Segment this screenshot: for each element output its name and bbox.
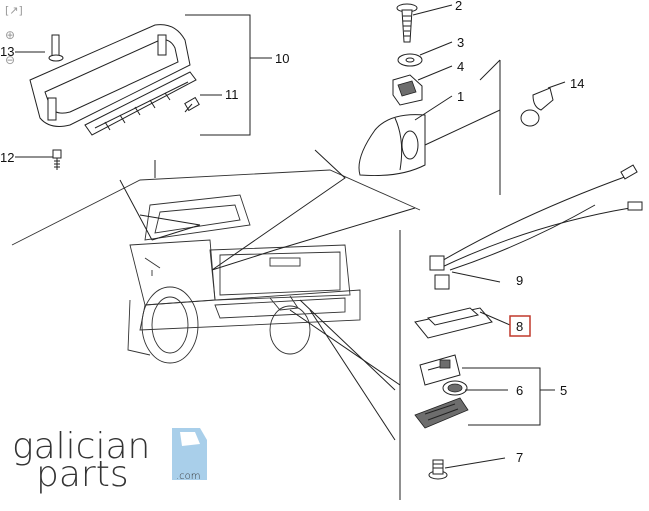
- callout-11[interactable]: 11: [225, 87, 239, 102]
- screw-2[interactable]: [396, 3, 418, 43]
- washer-3[interactable]: [397, 53, 423, 67]
- callout-4[interactable]: 4: [457, 59, 464, 74]
- callout-12[interactable]: 12: [0, 150, 14, 165]
- zoom-out-icon[interactable]: ⊖: [5, 53, 16, 67]
- screw-7[interactable]: [428, 459, 448, 480]
- galicianparts-logo: galician parts .com: [12, 426, 207, 495]
- logo-suffix: .com: [176, 471, 201, 482]
- callout-7[interactable]: 7: [516, 450, 523, 465]
- logo-line1: galician: [12, 426, 150, 467]
- expand-icon[interactable]: [↗]: [5, 4, 23, 17]
- bulb-holder-6[interactable]: [442, 380, 468, 396]
- plate-light-housing-5[interactable]: [419, 354, 461, 386]
- callout-5[interactable]: 5: [560, 383, 567, 398]
- callout-13[interactable]: 13: [0, 44, 14, 59]
- tail-lamp-1[interactable]: [358, 114, 426, 177]
- lens-6[interactable]: [414, 397, 469, 429]
- bulb-14[interactable]: [520, 87, 554, 127]
- callout-3[interactable]: 3: [457, 35, 464, 50]
- pin-13[interactable]: [48, 34, 64, 62]
- clip-4[interactable]: [392, 74, 423, 106]
- callout-10[interactable]: 10: [275, 51, 289, 66]
- callout-14[interactable]: 14: [570, 76, 584, 91]
- callout-8-highlight: [509, 315, 531, 337]
- logo-line2: parts: [36, 454, 129, 495]
- callout-6[interactable]: 6: [516, 383, 523, 398]
- callout-1[interactable]: 1: [457, 89, 464, 104]
- zoom-in-icon[interactable]: ⊕: [5, 28, 16, 42]
- screw-11[interactable]: [184, 96, 200, 113]
- plate-light-cover-8[interactable]: [414, 307, 493, 339]
- callout-2[interactable]: 2: [455, 0, 462, 13]
- tailgate-handle-housing[interactable]: [29, 24, 191, 127]
- callout-9[interactable]: 9: [516, 273, 523, 288]
- pickup-truck-rear-view: [11, 169, 421, 364]
- screw-12[interactable]: [52, 149, 62, 170]
- handle-seal-strip[interactable]: [84, 71, 197, 136]
- wiring-harness-9[interactable]: [429, 164, 643, 290]
- callout-8[interactable]: 8: [516, 319, 523, 334]
